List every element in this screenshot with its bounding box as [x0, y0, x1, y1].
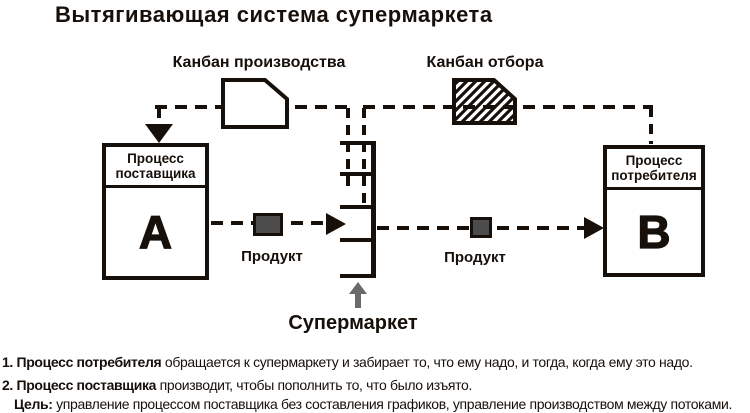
right-arrow-into-supermarket-icon — [326, 213, 346, 235]
supermarket-spine — [371, 141, 376, 278]
consumer-process-box: Процесс потребителя B — [603, 145, 705, 277]
note-line-2: 2. Процесс поставщика производит, чтобы … — [2, 377, 472, 393]
supermarket-label: Супермаркет — [288, 312, 418, 334]
right-arrow-into-consumer-icon — [584, 217, 604, 239]
supplier-process-header: Процесс поставщика — [106, 147, 205, 188]
production-kanban-label: Канбан производства — [172, 54, 346, 71]
supermarket-shelf — [340, 274, 376, 278]
note-3-text: управление процессом поставщика без сост… — [52, 396, 732, 412]
product-unit-left-icon — [253, 213, 283, 236]
note-line-1: 1. Процесс потребителя обращается к супе… — [2, 354, 693, 370]
withdrawal-kanban-label: Канбан отбора — [426, 54, 544, 71]
supplier-header-line1: Процесс — [127, 151, 184, 166]
note-line-3: Цель: управление процессом поставщика бе… — [14, 396, 732, 412]
withdrawal-drop-line-1 — [346, 108, 350, 186]
production-kanban-card-icon — [221, 78, 290, 130]
withdrawal-drop-line-2 — [362, 108, 366, 210]
consumer-header-line2: потребителя — [611, 168, 697, 183]
page-title: Вытягивающая система супермаркета — [55, 2, 493, 27]
kanban-line-corner-right — [649, 107, 653, 144]
product-unit-right-icon — [470, 217, 492, 238]
up-arrow-stem — [355, 293, 361, 308]
note-1-bold: 1. Процесс потребителя — [2, 354, 162, 370]
supplier-header-line2: поставщика — [115, 166, 196, 181]
note-2-text: производит, чтобы пополнить то, что было… — [156, 377, 473, 393]
supplier-process-letter: A — [138, 205, 173, 258]
supermarket-shelf — [340, 238, 376, 242]
note-3-bold: Цель: — [14, 396, 53, 412]
production-kanban-drop-line — [157, 108, 161, 125]
consumer-process-header: Процесс потребителя — [607, 149, 701, 190]
product-label-left: Продукт — [241, 248, 303, 265]
product-label-right: Продукт — [444, 249, 506, 266]
down-arrow-icon — [145, 124, 173, 143]
consumer-header-line1: Процесс — [625, 153, 683, 168]
withdrawal-kanban-card-icon — [452, 78, 519, 129]
note-2-bold: 2. Процесс поставщика — [2, 377, 157, 393]
supermarket-shelf — [340, 172, 376, 176]
supermarket-shelf — [340, 205, 376, 209]
consumer-process-letter: B — [637, 205, 671, 258]
supermarket-shelf — [340, 141, 376, 145]
supplier-process-box: Процесс поставщика A — [102, 143, 209, 280]
up-arrow-head — [349, 282, 367, 294]
note-1-text: обращается к супермаркету и забирает то,… — [161, 354, 693, 370]
